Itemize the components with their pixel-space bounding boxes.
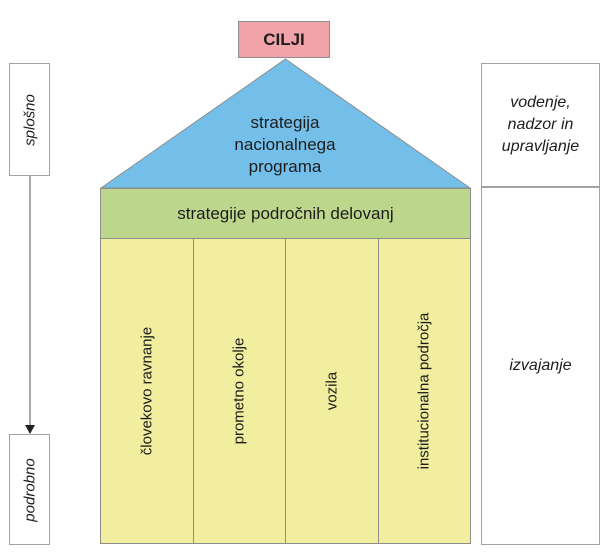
- pillar-traffic-environment: prometno okolje: [194, 239, 286, 543]
- implementation-box: izvajanje: [481, 187, 600, 545]
- strategy-band-label: strategije področnih delovanj: [177, 203, 394, 223]
- arrow-down-icon: [25, 176, 35, 434]
- pillars-block: človekovo ravnanje prometno okolje vozil…: [100, 238, 471, 544]
- goal-label: CILJI: [263, 29, 305, 49]
- scale-general-label: splošno: [21, 93, 38, 146]
- management-box: vodenje, nadzor in upravljanje: [481, 63, 600, 187]
- scale-general-box: splošno: [9, 63, 50, 176]
- pillar-label: prometno okolje: [230, 337, 248, 445]
- pillar-human-behaviour: človekovo ravnanje: [101, 239, 194, 543]
- pillar-label: institucionalna področja: [415, 312, 433, 470]
- scale-detailed-box: podrobno: [9, 434, 50, 545]
- implementation-label: izvajanje: [509, 357, 572, 374]
- roof-label: strategija nacionalnega programa: [234, 113, 336, 176]
- goal-box: CILJI: [238, 21, 330, 58]
- pillar-vehicles: vozila: [286, 239, 379, 543]
- pillar-label: vozila: [323, 371, 341, 411]
- scale-arrow: [20, 176, 40, 436]
- scale-detailed-label: podrobno: [21, 457, 38, 522]
- pillar-institutional-areas: institucionalna področja: [379, 239, 471, 543]
- pillar-label: človekovo ravnanje: [138, 326, 156, 456]
- strategy-band: strategije področnih delovanj: [100, 188, 471, 239]
- management-label: vodenje, nadzor in upravljanje: [501, 94, 580, 155]
